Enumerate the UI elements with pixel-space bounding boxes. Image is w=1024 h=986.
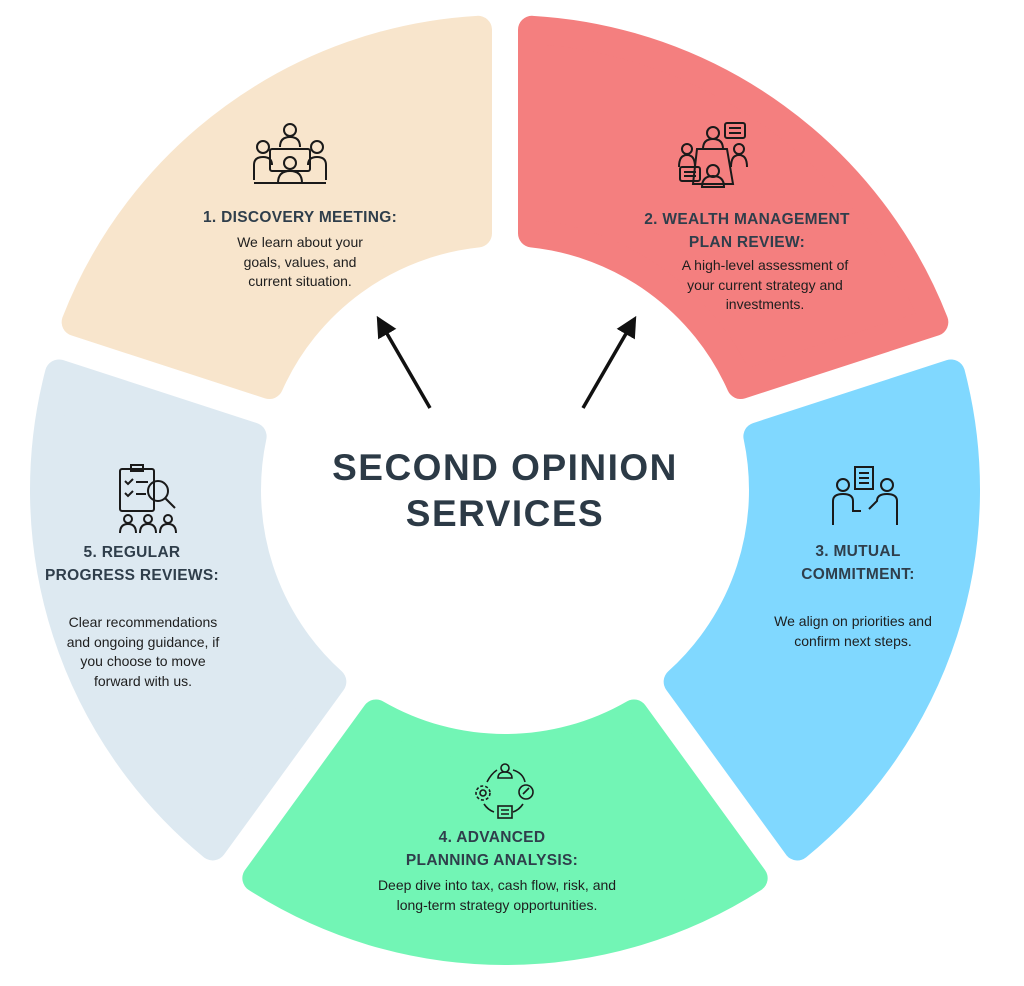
segment-progress-reviews xyxy=(30,359,347,861)
step-title: 1. DISCOVERY MEETING: xyxy=(202,209,398,226)
segment-mutual-commitment xyxy=(663,359,980,861)
presentation-icon xyxy=(832,466,898,525)
step-3: 3. MUTUAL COMMITMENT: We align on priori… xyxy=(774,540,932,651)
step-description: Deep dive into tax, cash flow, risk, and… xyxy=(377,877,617,913)
step-title: 3. MUTUAL COMMITMENT: xyxy=(801,543,915,583)
planning-cycle-icon xyxy=(475,763,534,819)
segment-discovery xyxy=(61,15,492,400)
step-title: 5. REGULAR PROGRESS REVIEWS: xyxy=(45,544,219,584)
clipboard-search-icon xyxy=(119,464,177,534)
step-1: 1. DISCOVERY MEETING: We learn about you… xyxy=(203,206,397,292)
step-description: Clear recommendations and ongoing guidan… xyxy=(66,614,220,689)
step-4: 4. ADVANCED PLANNING ANALYSIS: Deep dive… xyxy=(368,826,616,915)
arrow-right xyxy=(581,315,637,409)
segment-planning-analysis xyxy=(242,699,768,965)
step-5: 5. REGULAR PROGRESS REVIEWS: Clear recom… xyxy=(45,541,220,691)
arrow-left xyxy=(376,315,432,409)
meeting-table-icon xyxy=(253,123,327,184)
diagram-title: SECOND OPINION SERVICES xyxy=(332,447,678,534)
group-discussion-icon xyxy=(678,122,748,188)
segment-wealth-review xyxy=(518,15,949,400)
step-description: We align on priorities and confirm next … xyxy=(774,613,932,649)
step-description: A high-level assessment of your current … xyxy=(681,257,849,312)
step-description: We learn about your goals, values, and c… xyxy=(237,234,363,289)
step-title: 4. ADVANCED PLANNING ANALYSIS: xyxy=(405,829,579,869)
step-2: 2. WEALTH MANAGEMENT PLAN REVIEW: A high… xyxy=(644,208,849,315)
step-title: 2. WEALTH MANAGEMENT PLAN REVIEW: xyxy=(644,211,850,251)
